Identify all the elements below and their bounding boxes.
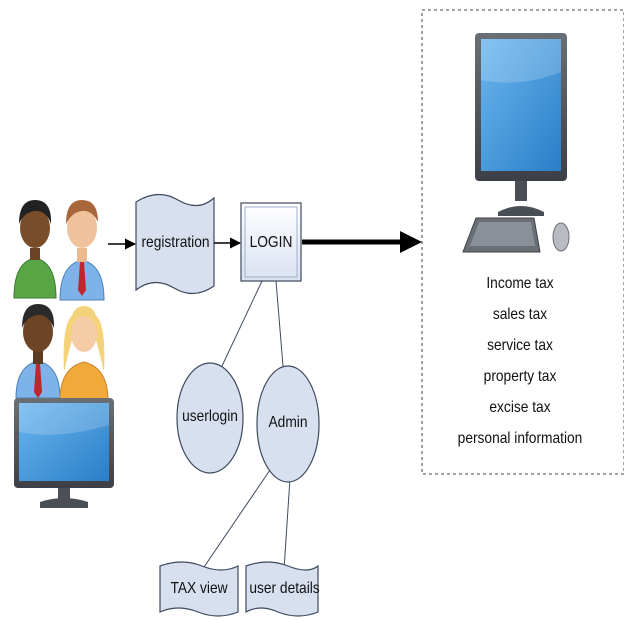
users-group-icon (13, 200, 114, 508)
service-service-tax: service tax (487, 337, 553, 354)
userlogin-label: userlogin (182, 408, 238, 425)
services-container (421, 9, 624, 475)
tax-view-label: TAX view (170, 580, 228, 597)
admin-label: Admin (268, 414, 308, 431)
computer-workstation-icon (462, 33, 570, 253)
monitor-icon (14, 398, 114, 508)
connector-login-admin (275, 280, 284, 367)
admin-node (256, 365, 320, 483)
connector-login-userlogin (221, 280, 263, 367)
user-details-label: user details (249, 580, 320, 597)
login-box (240, 202, 302, 282)
service-excise-tax: excise tax (489, 399, 551, 416)
registration-shape (135, 193, 215, 295)
userlogin-node (176, 362, 244, 474)
service-personal-information: personal information (457, 430, 583, 447)
services-list: Income tax sales tax service tax propert… (456, 268, 585, 454)
person-dark-green-shirt-icon (13, 200, 57, 299)
connector-admin-taxview (201, 469, 271, 571)
service-sales-tax: sales tax (492, 306, 548, 323)
service-income-tax: Income tax (486, 275, 554, 292)
service-property-tax: property tax (483, 368, 557, 385)
login-label: LOGIN (249, 234, 293, 251)
user-details-shape (245, 561, 319, 617)
person-blonde-icon (59, 306, 109, 401)
registration-label: registration (141, 234, 210, 251)
tax-view-shape (159, 561, 239, 617)
connector-admin-userdetails (283, 477, 291, 571)
person-dark-red-tie-icon (15, 304, 61, 399)
person-red-tie-icon (59, 200, 105, 301)
